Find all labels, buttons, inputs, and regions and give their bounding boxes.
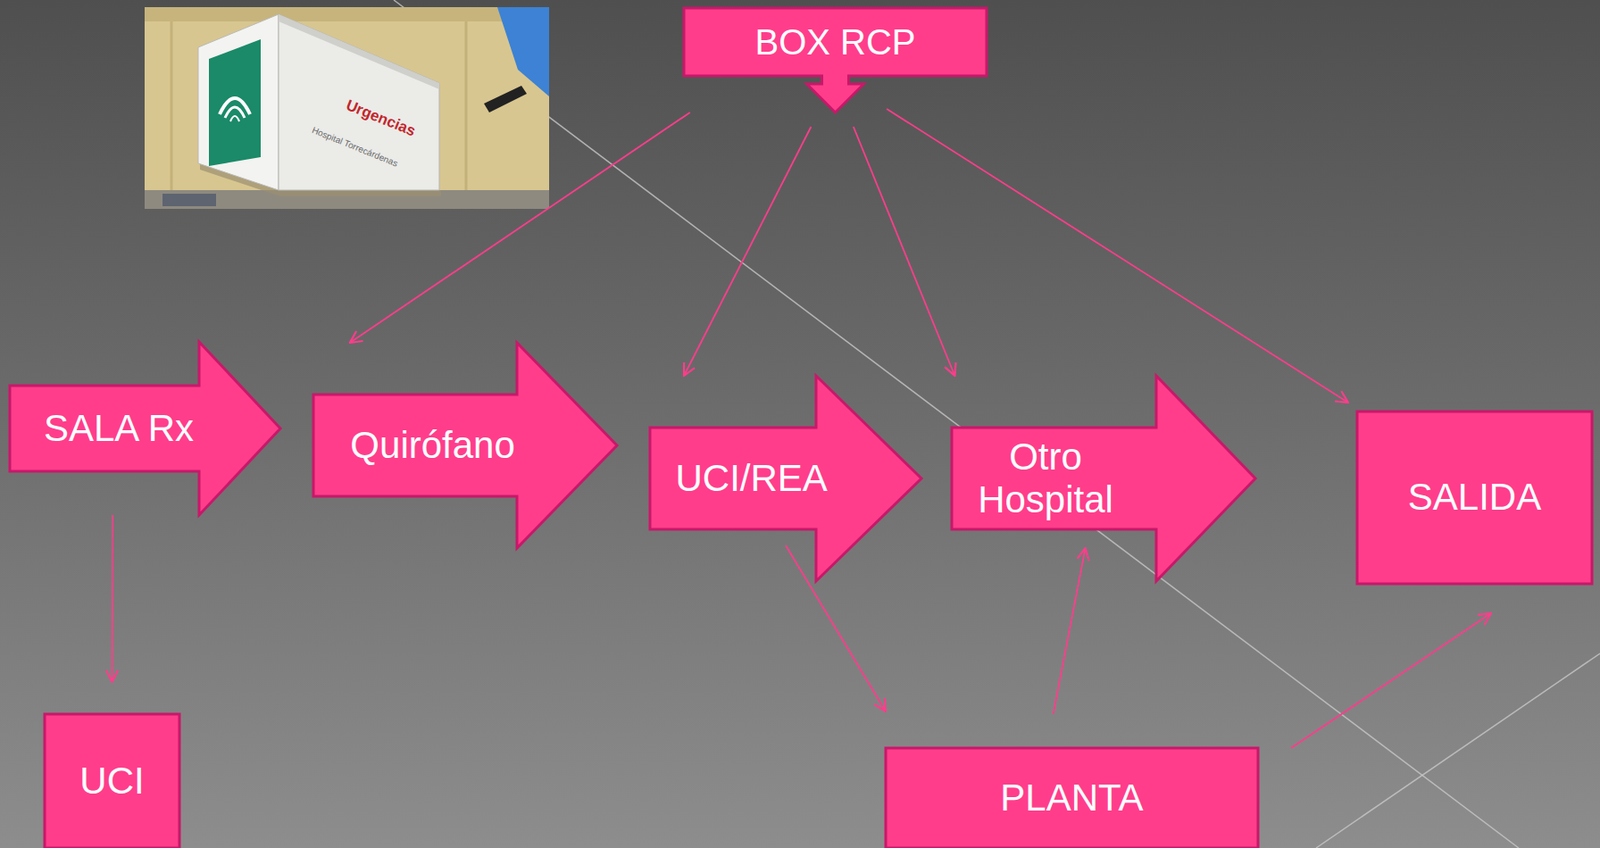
flow-connector (350, 112, 691, 343)
text-area: UCI/REA (650, 427, 853, 530)
text-area: SALIDA (1357, 411, 1592, 584)
process-box: PLANTA (885, 748, 1259, 848)
flow-connector (785, 545, 886, 712)
sign-title: Urgencias (343, 96, 419, 141)
flow-connector (886, 108, 1349, 403)
node-label: UCI (79, 759, 144, 803)
flow-connector (683, 126, 811, 376)
start-box: BOX RCP (683, 8, 987, 113)
text-area: UCI (44, 714, 180, 848)
process-arrow: UCI/REA (650, 375, 922, 582)
process-arrow: Quirófano (313, 342, 617, 549)
node-label: SALA Rx (43, 407, 194, 450)
process-box: UCI (44, 714, 180, 848)
node-label: BOX RCP (754, 21, 916, 63)
flow-connector (1053, 548, 1086, 715)
node-label: UCI/REA (675, 457, 827, 500)
process-arrow: SALA Rx (9, 341, 281, 516)
node-label: Quirófano (350, 424, 515, 467)
text-area: Otro Hospital (951, 427, 1140, 530)
text-area: PLANTA (885, 748, 1259, 848)
node-label: PLANTA (1000, 776, 1143, 820)
process-arrow: Otro Hospital (951, 375, 1256, 582)
text-area: SALA Rx (9, 385, 228, 472)
sign-subtitle: Hospital Torrecárdenas (310, 125, 400, 169)
flow-connector (111, 515, 114, 683)
process-box: SALIDA (1357, 411, 1592, 584)
text-area: BOX RCP (683, 8, 987, 76)
node-label: SALIDA (1408, 475, 1542, 519)
flow-connector (853, 126, 956, 376)
text-area: Quirófano (313, 394, 552, 497)
node-label: Otro Hospital (958, 435, 1133, 523)
flow-connector (1291, 613, 1492, 749)
